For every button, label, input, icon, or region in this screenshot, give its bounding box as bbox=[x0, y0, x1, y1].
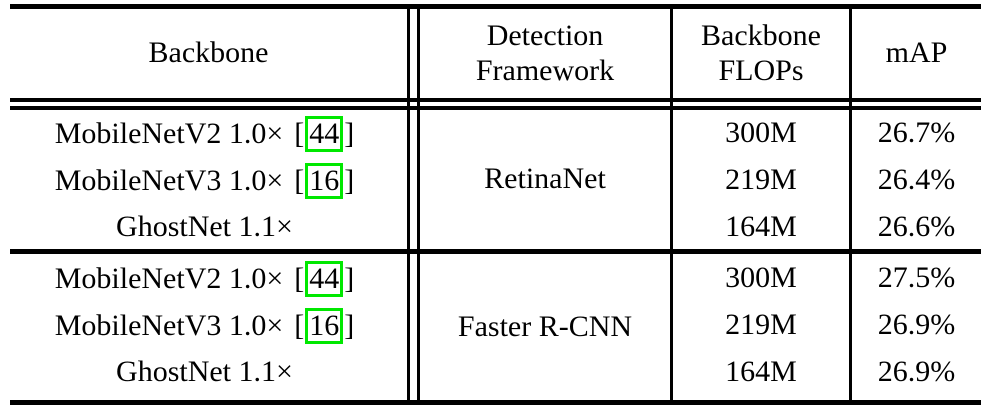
table-row: GhostNet 1.1× bbox=[10, 349, 399, 396]
citation-link[interactable]: [ 44 ] bbox=[294, 115, 355, 152]
table-row: MobileNetV2 1.0× [ 44 ] bbox=[10, 255, 399, 302]
flops-value: 300M bbox=[725, 116, 797, 150]
bracket-close-icon: ] bbox=[344, 308, 355, 342]
column-header-backbone-flops-line1: Backbone bbox=[701, 18, 821, 52]
backbone-name: GhostNet 1.1× bbox=[116, 355, 293, 389]
framework-cell-group-1: Faster R-CNN bbox=[420, 255, 670, 400]
column-header-backbone-label: Backbone bbox=[148, 36, 269, 70]
column-header-backbone-flops-line2: FLOPs bbox=[718, 53, 804, 87]
citation-link[interactable]: [ 44 ] bbox=[294, 260, 355, 297]
framework-label: Faster R-CNN bbox=[457, 310, 633, 344]
header-rule-upper bbox=[10, 98, 981, 102]
backbone-name: MobileNetV2 1.0× bbox=[54, 116, 284, 150]
flops-value: 164M bbox=[725, 210, 797, 244]
column-divider-double-left bbox=[407, 6, 410, 403]
citation-link[interactable]: [ 16 ] bbox=[294, 307, 355, 344]
column-header-map-label: mAP bbox=[885, 36, 948, 70]
bracket-open-icon: [ bbox=[294, 261, 305, 295]
citation-number: 16 bbox=[305, 307, 344, 344]
table-top-rule bbox=[10, 4, 981, 9]
map-cell: 26.9% bbox=[852, 302, 981, 349]
column-header-detection-framework-line2: Framework bbox=[475, 53, 615, 87]
framework-label: RetinaNet bbox=[484, 162, 606, 196]
citation-number: 44 bbox=[305, 115, 344, 152]
bracket-close-icon: ] bbox=[344, 163, 355, 197]
column-header-detection-framework-line1: Detection bbox=[486, 18, 604, 52]
column-header-detection-framework: Detection Framework bbox=[420, 9, 670, 98]
flops-value: 164M bbox=[725, 355, 797, 389]
column-divider-map bbox=[849, 6, 852, 403]
flops-value: 300M bbox=[725, 261, 797, 295]
backbone-cell: MobileNetV2 1.0× [ 44 ] bbox=[54, 260, 355, 297]
table-row: MobileNetV3 1.0× [ 16 ] bbox=[10, 302, 399, 349]
bracket-close-icon: ] bbox=[344, 261, 355, 295]
column-header-map: mAP bbox=[852, 9, 981, 98]
table-row: MobileNetV3 1.0× [ 16 ] bbox=[10, 157, 399, 204]
backbone-name: MobileNetV3 1.0× bbox=[54, 163, 284, 197]
map-value: 26.7% bbox=[877, 116, 956, 150]
table-row: GhostNet 1.1× bbox=[10, 204, 399, 251]
flops-cell: 219M bbox=[673, 302, 849, 349]
bracket-open-icon: [ bbox=[294, 116, 305, 150]
column-header-backbone: Backbone bbox=[10, 9, 407, 98]
flops-value: 219M bbox=[725, 163, 797, 197]
map-cell: 26.6% bbox=[852, 204, 981, 251]
framework-cell-group-0: RetinaNet bbox=[420, 110, 670, 249]
column-divider-double-right bbox=[417, 6, 420, 403]
backbone-name: GhostNet 1.1× bbox=[116, 210, 293, 244]
backbone-cell: GhostNet 1.1× bbox=[116, 355, 293, 390]
table-row: MobileNetV2 1.0× [ 44 ] bbox=[10, 110, 399, 157]
backbone-cell: GhostNet 1.1× bbox=[116, 210, 293, 245]
map-value: 26.4% bbox=[877, 163, 956, 197]
backbone-name: MobileNetV2 1.0× bbox=[54, 261, 284, 295]
map-value: 26.6% bbox=[877, 210, 956, 244]
citation-number: 44 bbox=[305, 260, 344, 297]
bracket-close-icon: ] bbox=[344, 116, 355, 150]
backbone-cell: MobileNetV2 1.0× [ 44 ] bbox=[54, 115, 355, 152]
flops-cell: 300M bbox=[673, 110, 849, 157]
flops-cell: 300M bbox=[673, 255, 849, 302]
backbone-cell: MobileNetV3 1.0× [ 16 ] bbox=[54, 307, 355, 344]
map-value: 26.9% bbox=[877, 308, 956, 342]
map-cell: 26.7% bbox=[852, 110, 981, 157]
table-bottom-rule bbox=[10, 400, 981, 405]
flops-cell: 219M bbox=[673, 157, 849, 204]
citation-link[interactable]: [ 16 ] bbox=[294, 162, 355, 199]
backbone-name: MobileNetV3 1.0× bbox=[54, 308, 284, 342]
map-cell: 27.5% bbox=[852, 255, 981, 302]
group-separator-rule bbox=[10, 249, 981, 254]
header-rule-lower bbox=[10, 106, 981, 110]
bracket-open-icon: [ bbox=[294, 308, 305, 342]
map-value: 26.9% bbox=[877, 355, 956, 389]
bracket-open-icon: [ bbox=[294, 163, 305, 197]
citation-number: 16 bbox=[305, 162, 344, 199]
flops-cell: 164M bbox=[673, 204, 849, 251]
flops-cell: 164M bbox=[673, 349, 849, 396]
column-divider-flops bbox=[670, 6, 673, 403]
column-header-backbone-flops: Backbone FLOPs bbox=[673, 9, 849, 98]
map-value: 27.5% bbox=[877, 261, 956, 295]
backbone-cell: MobileNetV3 1.0× [ 16 ] bbox=[54, 162, 355, 199]
map-cell: 26.4% bbox=[852, 157, 981, 204]
flops-value: 219M bbox=[725, 308, 797, 342]
map-cell: 26.9% bbox=[852, 349, 981, 396]
